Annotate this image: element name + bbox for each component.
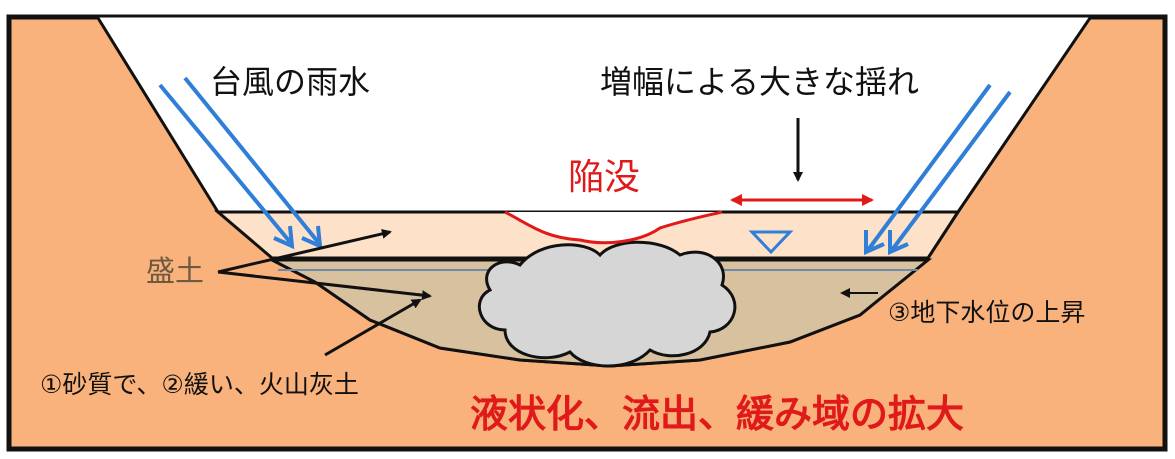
loosened-zone-cloud xyxy=(477,240,737,368)
rain-label: 台風の雨水 xyxy=(210,63,371,101)
groundwater-rise-label: ③地下水位の上昇 xyxy=(888,298,1086,327)
embankment-pointer-upper xyxy=(217,228,392,274)
frame xyxy=(6,14,1168,452)
rain-arrows-right xyxy=(864,83,1012,256)
sinkhole-outline xyxy=(504,210,723,245)
inverted-triangle-icon xyxy=(748,230,794,255)
soil-label: ①砂質で、②緩い、火山灰土 xyxy=(40,370,359,399)
embankment-pointer-lower xyxy=(217,270,432,301)
embankment-label: 盛土 xyxy=(146,254,205,288)
amplified-shaking-label: 増幅による大きな揺れ xyxy=(600,63,920,101)
soil-pointer xyxy=(324,298,422,357)
sinkhole-label: 陥没 xyxy=(568,157,641,198)
rain-arrows-left xyxy=(158,76,323,250)
consequence-label: 液状化、流出、緩み域の拡大 xyxy=(470,392,965,436)
